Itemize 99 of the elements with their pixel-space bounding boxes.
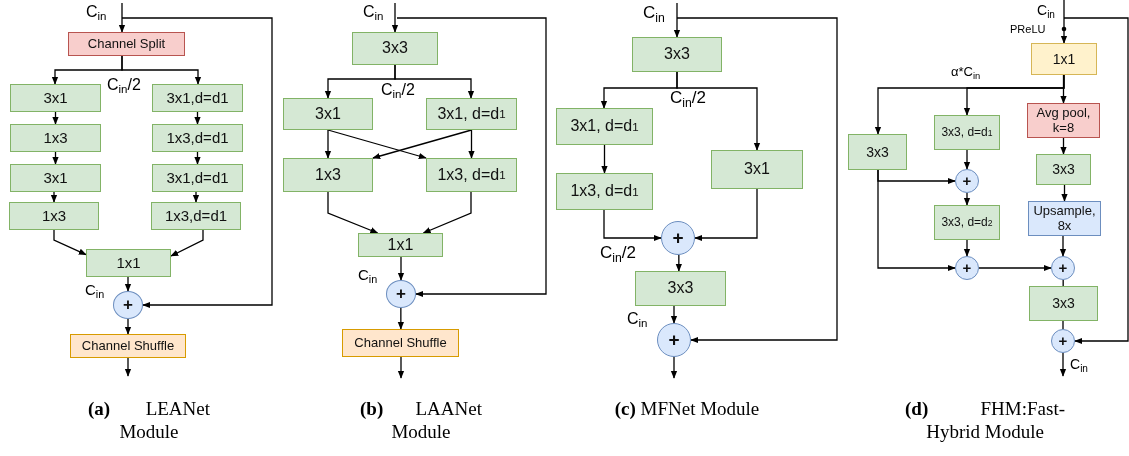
arrow [124,318,132,335]
conv-box: 1x3,d=d1 [151,202,241,230]
arrow [1059,235,1067,257]
arrow [121,55,202,85]
conv-box: 3x3 [632,37,722,72]
arrow [397,256,405,281]
conv-box: 3x3 [635,271,726,306]
channel-label: C$_{in}$ [358,266,378,283]
conv-box: 3x3 [1029,286,1098,321]
upsample-box: Upsample, 8x [1028,201,1101,236]
channel-label: α*C$_{in}$ [951,64,981,79]
caption: (c) MFNet Module [613,398,761,421]
conv-box: 1x3 [10,124,101,152]
channel-label: C$_{in}$/2 [670,88,706,108]
arrow [124,276,132,292]
caption: (b) LAANet Module [360,398,482,444]
arrow [675,254,683,272]
arrow [124,357,132,377]
arrow [963,192,971,206]
channel-label: C$_{in}$ [86,3,107,21]
channel-label: C$_{in}$/2 [600,243,636,263]
arrow [670,305,678,324]
arrow [601,144,608,174]
conv-box: 3x1 [10,84,101,112]
arrow [394,64,475,99]
conv-box: 1x3 [9,202,99,230]
shuffle-box: Channel Shuffle [342,329,459,357]
arrow [372,129,473,160]
arrow [397,307,405,330]
pool-box: Avg pool, k=8 [1027,103,1100,138]
edge-label: C$_{in}$ [1070,356,1088,372]
conv-box: 3x1 [10,164,101,192]
arrow [194,111,201,125]
add-circle: + [1051,256,1075,280]
arrow [391,2,399,33]
add-circle: + [1051,329,1075,353]
arrow [676,17,838,344]
arrow [978,264,1052,272]
arrow [327,191,379,234]
arrow [397,356,405,379]
add-circle: + [955,256,979,280]
arrow [327,129,427,160]
split-box: Channel Split [68,32,185,56]
arrow [50,191,58,203]
add-circle: + [955,169,979,193]
arrow [877,169,956,272]
arrow [676,71,761,151]
arrow [121,17,273,309]
arrow [422,191,472,234]
conv-box: 1x3,d=d1 [152,124,243,152]
arrow [963,239,971,257]
channel-label: C$_{in}$/2 [107,76,141,94]
activation-label: PReLU [1010,23,1046,35]
caption: (d) FHM:Fast-Hybrid Module [905,398,1065,444]
arrow [396,17,547,298]
arrow [52,151,59,165]
conv-box: 1x3 [283,158,373,192]
arrow [192,191,200,203]
conv-box: 3x1,d=d1 [152,84,243,112]
conv-box: 3x1 [711,150,803,189]
arrow [52,111,59,125]
arrow [1059,352,1067,377]
conv-box: 1x1 [358,233,443,257]
arrow [694,188,758,242]
arrow [1060,0,1068,44]
channel-label: C$_{in}$ [643,3,665,23]
arrow [1060,137,1067,155]
conv-box: 1x1 [86,249,171,277]
add-circle: + [657,323,691,357]
conv-box: 1x1 [1031,43,1097,75]
arrow [673,2,681,38]
channel-label: C$_{in}$ [85,281,105,298]
arrow [194,151,201,165]
arrow [670,356,678,379]
add-circle: + [386,280,416,308]
arrow [53,229,87,256]
conv-box: 3x1,d=d1 [152,164,243,192]
channel-label: C$_{in}$ [363,3,384,21]
conv-box: 3x3 [1036,154,1091,185]
add-circle: + [661,221,695,255]
conv-box: 3x3 [352,32,438,65]
arrow [118,2,126,33]
conv-box: 3x1 [283,98,373,130]
edge-label: C$_{in}$ [1037,2,1055,18]
channel-label: C$_{in}$/2 [381,81,415,99]
arrow [170,229,204,257]
shuffle-box: Channel Shuffle [70,334,186,358]
caption: (a) LEANet Module [88,398,210,444]
arrow [963,149,971,170]
arrow [324,129,332,159]
channel-label: C$_{in}$ [627,310,648,328]
add-circle: + [113,291,143,319]
arrow [1063,17,1129,345]
arrow [1060,74,1067,104]
arrow [468,129,475,159]
arrow [603,209,662,242]
conv-box: 3x3 [848,134,907,170]
arrow [963,74,1065,116]
arrow [1061,184,1068,202]
